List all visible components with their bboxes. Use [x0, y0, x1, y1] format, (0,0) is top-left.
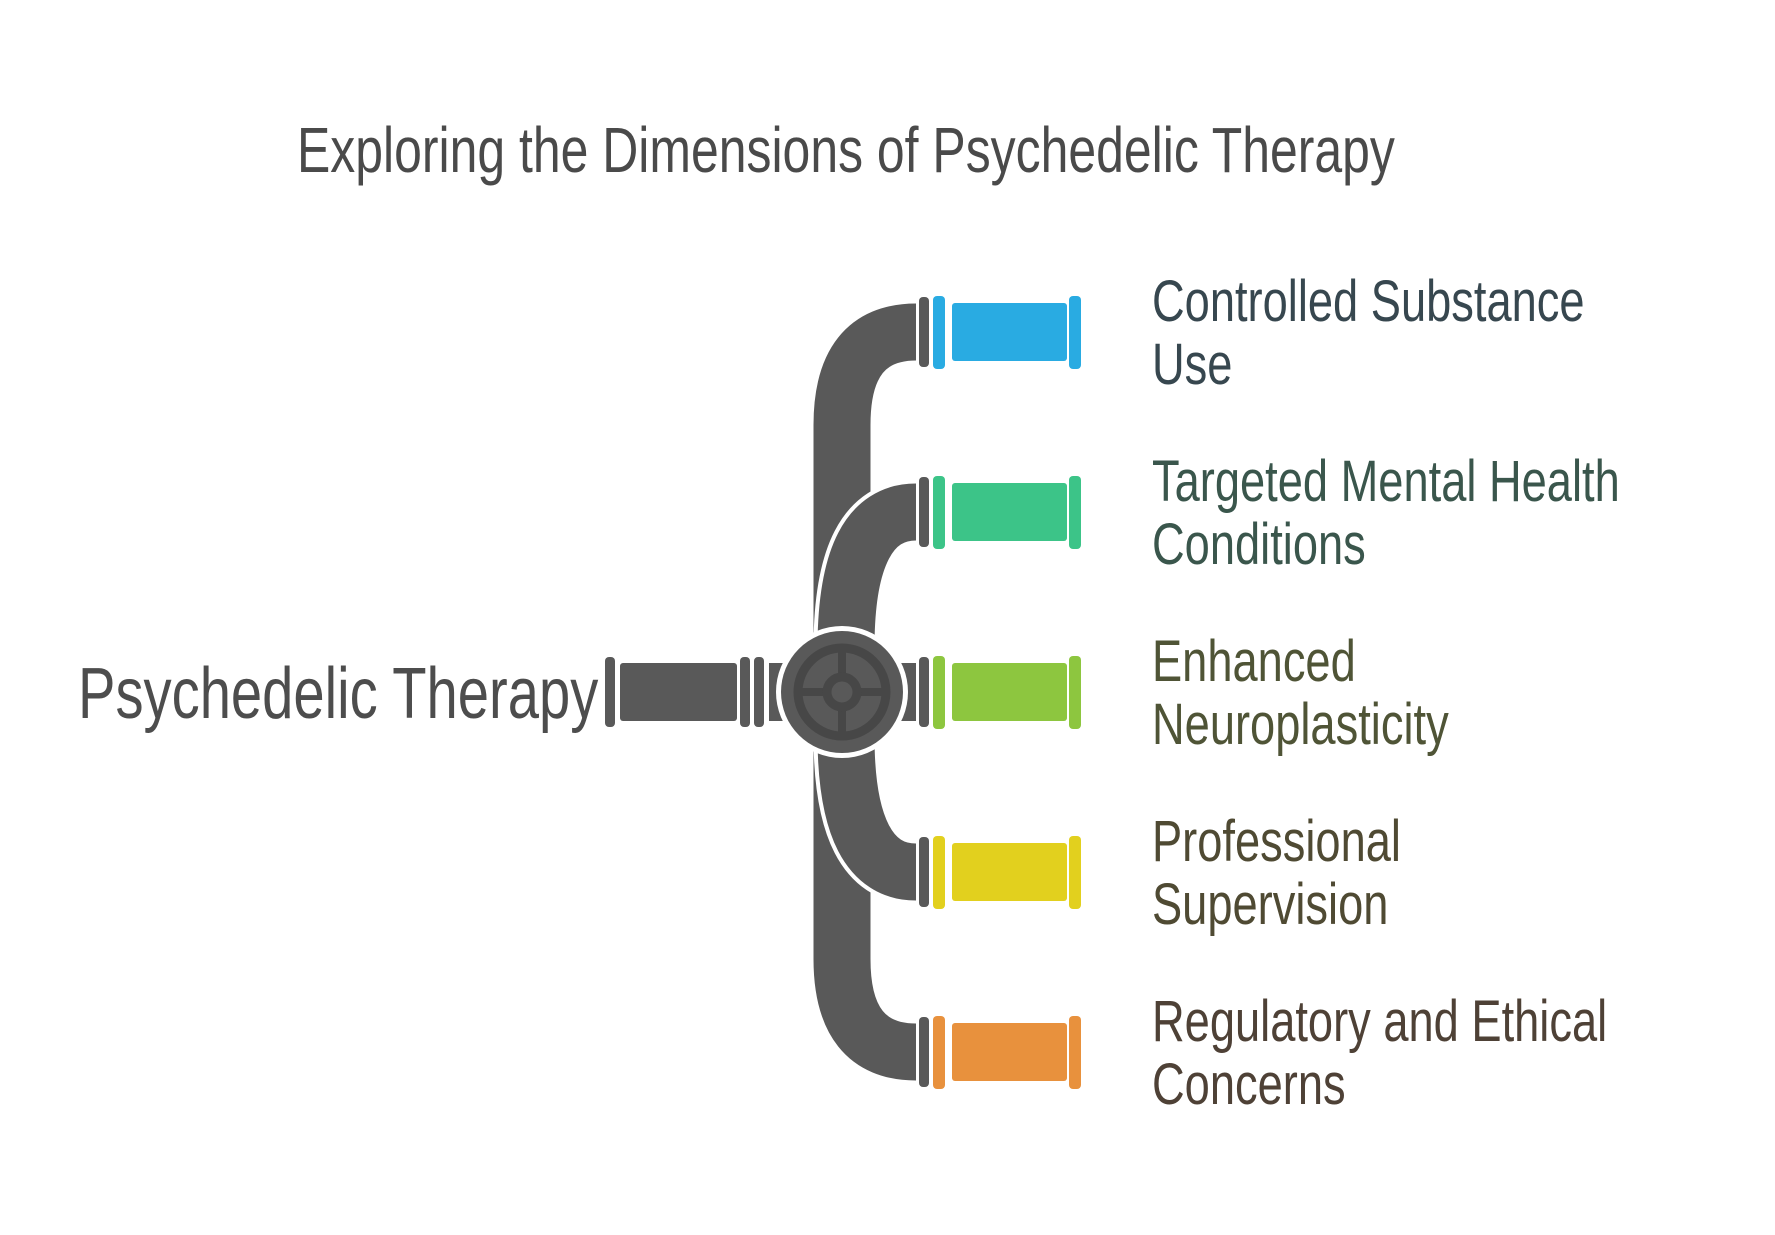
- branch-3-label-line-1: Enhanced: [1152, 629, 1356, 694]
- branch-1-flange-left: [933, 296, 945, 369]
- branch-3-flange-right: [1069, 656, 1081, 729]
- branch-5-segment: [919, 1016, 1081, 1089]
- branch-4-flange-right: [1069, 836, 1081, 909]
- branch-4-flange-left: [933, 836, 945, 909]
- inlet-flange: [605, 657, 615, 727]
- branch-2-elbow: [813, 479, 919, 649]
- branch-4-elbow-pipe: [817, 735, 918, 901]
- branch-4-elbow: [813, 735, 919, 905]
- branch-2-segment: [919, 476, 1081, 549]
- branch-4-body: [952, 843, 1067, 901]
- branch-5-label: Regulatory and Ethical Concerns: [1152, 990, 1607, 1116]
- branch-3-flange-left: [933, 656, 945, 729]
- inlet-bar-2: [754, 657, 764, 727]
- branch-1-segment: [919, 296, 1081, 369]
- branch-4-label: Professional Supervision: [1152, 810, 1401, 936]
- branch-1-flange-right: [1069, 296, 1081, 369]
- branch-3-gray-flange: [919, 657, 929, 727]
- branch-2-label-line-2: Conditions: [1152, 512, 1366, 577]
- branch-5-gray-flange: [919, 1017, 929, 1087]
- root-node-label: Psychedelic Therapy: [78, 654, 599, 734]
- branch-2-gray-flange: [919, 477, 929, 547]
- branch-3-body: [952, 663, 1067, 721]
- branch-5-flange-right: [1069, 1016, 1081, 1089]
- branch-3-segment: [919, 656, 1081, 729]
- valve-hub: [822, 672, 862, 712]
- valve-wheel-icon: [776, 626, 908, 758]
- branch-3-label: Enhanced Neuroplasticity: [1152, 630, 1449, 756]
- branch-4-label-line-2: Supervision: [1152, 872, 1389, 937]
- branch-4-gray-flange: [919, 837, 929, 907]
- branch-5-label-line-2: Concerns: [1152, 1052, 1346, 1117]
- branch-1-label-line-1: Controlled Substance: [1152, 269, 1585, 334]
- branch-4-label-line-1: Professional: [1152, 809, 1401, 874]
- branch-2-body: [952, 483, 1067, 541]
- branch-4-segment: [919, 836, 1081, 909]
- branch-2-flange-right: [1069, 476, 1081, 549]
- page-title: Exploring the Dimensions of Psychedelic …: [297, 114, 1395, 186]
- branch-2-flange-left: [933, 476, 945, 549]
- branch-2-label-line-1: Targeted Mental Health: [1152, 449, 1620, 514]
- branch-5-flange-left: [933, 1016, 945, 1089]
- branch-1-label-line-2: Use: [1152, 332, 1233, 397]
- branch-2-label: Targeted Mental Health Conditions: [1152, 450, 1620, 576]
- branch-2-elbow-pipe: [817, 483, 918, 649]
- inlet-body: [620, 663, 737, 721]
- branch-5-body: [952, 1023, 1067, 1081]
- branch-5-label-line-1: Regulatory and Ethical: [1152, 989, 1608, 1054]
- inlet-bar-1: [740, 657, 750, 727]
- branch-1-gray-flange: [919, 297, 929, 367]
- branch-1-body: [952, 303, 1067, 361]
- branch-3-label-line-2: Neuroplasticity: [1152, 692, 1449, 757]
- branch-1-label: Controlled Substance Use: [1152, 270, 1585, 396]
